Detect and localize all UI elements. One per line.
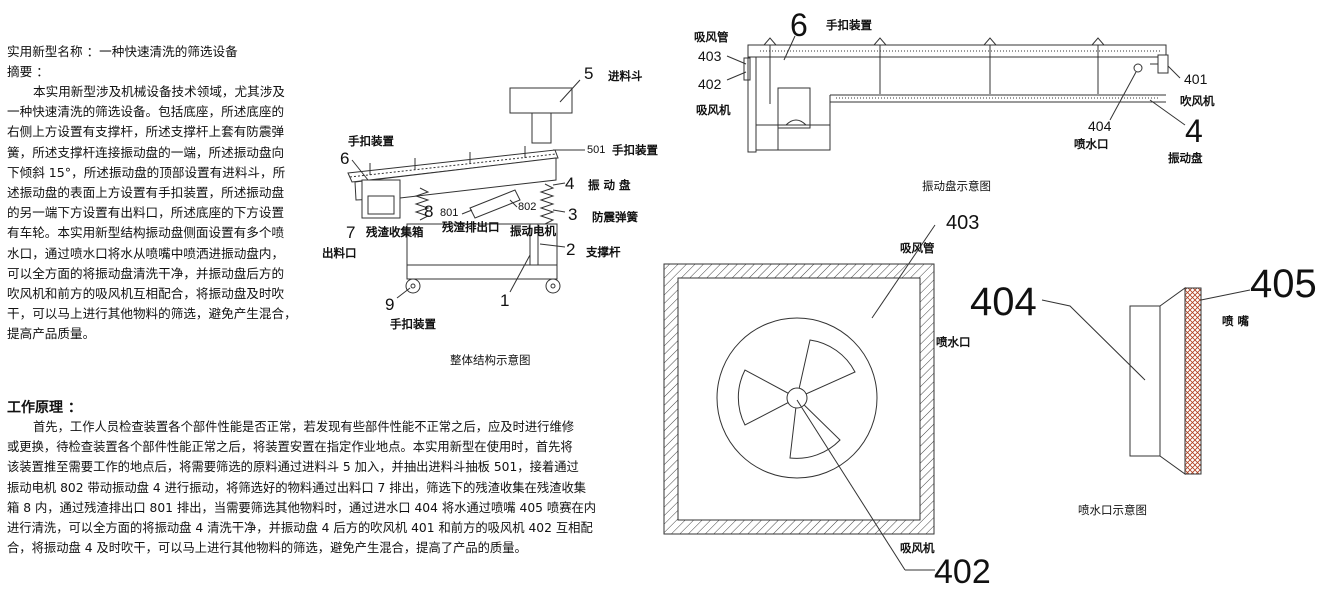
label-hopper: 进料斗 — [608, 69, 643, 83]
label-nozzle-num-405: 405 — [1250, 262, 1317, 306]
abstract-line: 水口，通过喷水口将水从喷嘴中喷洒进振动盘内， — [7, 245, 285, 261]
label-num-801: 801 — [440, 207, 459, 219]
label-disk-water-port: 喷水口 — [1074, 137, 1109, 151]
label-disk-num-6: 6 — [790, 7, 808, 43]
label-spring: 防震弹簧 — [592, 210, 638, 224]
label-residue-outlet: 残渣排出口 — [442, 220, 500, 234]
label-num-9: 9 — [385, 295, 395, 314]
principle-line: 振动电机 802 带动振动盘 4 进行振动，将筛选好的物料通过出料口 7 排出，… — [7, 480, 587, 495]
label-motor: 振动电机 — [510, 224, 556, 238]
principle-line: 合，将振动盘 4 及时吹干，可以马上进行其他物料的筛选，避免产生混合，提高了产品… — [7, 541, 527, 556]
label-num-1: 1 — [500, 291, 510, 310]
label-nozzle-num-404: 404 — [970, 280, 1037, 324]
label-num-2: 2 — [566, 240, 576, 259]
label-num-802: 802 — [518, 201, 537, 213]
label-nozzle: 喷 嘴 — [1222, 314, 1250, 328]
label-num-4: 4 — [565, 174, 575, 193]
abstract-line: 有车轮。本实用新型结构振动盘侧面设置有多个喷 — [7, 225, 285, 241]
abstract-line: 干，可以马上进行其他物料的筛选，避免产生混合， — [7, 306, 297, 322]
label-hand-buckle-9: 手扣装置 — [390, 317, 436, 331]
label-suction-tube-top: 吸风管 — [694, 30, 729, 44]
label-fan-num-402: 402 — [934, 553, 991, 591]
caption-overall: 整体结构示意图 — [450, 353, 531, 367]
abstract-body: 本实用新型涉及机械设备技术领域，尤其涉及 一种快速清洗的筛选设备。包括底座，所述… — [7, 82, 337, 345]
label-disk-num-403: 403 — [698, 48, 722, 64]
abstract-line: 本实用新型涉及机械设备技术领域，尤其涉及 — [33, 84, 285, 99]
abstract-line: 一种快速清洗的筛选设备。包括底座，所述底座的 — [7, 104, 285, 120]
label-fan-suction-tube: 吸风管 — [900, 241, 935, 255]
abstract-line: 右侧上方设置有支撑杆，所述支撑杆上套有防震弹 — [7, 124, 285, 140]
caption-vibrating-disk: 振动盘示意图 — [922, 179, 991, 193]
label-num-8: 8 — [424, 202, 434, 221]
label-fan-num-403: 403 — [946, 212, 980, 234]
abstract-line: 吹风机和前方的吸风机互相配合，将振动盘及时吹 — [7, 286, 285, 302]
abstract-line: 的另一端下方设置有出料口，所述底座的下方设置 — [7, 205, 285, 221]
label-hand-buckle-6: 手扣装置 — [348, 134, 394, 148]
principle-line: 箱 8 内，通过残渣排出口 801 排出，当需要筛选其他物料时，通过进水口 40… — [7, 500, 597, 515]
label-residue-box: 残渣收集箱 — [366, 225, 424, 239]
abstract-line: 可以全方面的将振动盘清洗干净，并振动盘后方的 — [7, 265, 285, 281]
label-disk-num-401: 401 — [1184, 71, 1208, 87]
principle-line: 该装置推至需要工作的地点后，将需要筛选的原料通过进料斗 5 加入，并抽出进料斗抽… — [7, 460, 579, 475]
abstract-line: 下倾斜 15°，所述振动盘的顶部设置有进料斗，所 — [7, 164, 286, 180]
label-hand-buckle-501: 手扣装置 — [612, 143, 658, 157]
abstract-line: 述振动盘的表面上方设置有手扣装置，所述振动盘 — [7, 185, 285, 201]
label-disk-hand-buckle: 手扣装置 — [826, 18, 872, 32]
label-num-3: 3 — [568, 205, 578, 224]
label-fan-suction-fan: 吸风机 — [900, 541, 935, 555]
label-num-6: 6 — [340, 149, 350, 168]
principle-line: 首先，工作人员检查装置各个部件性能是否正常，若发现有些部件性能不正常之后，应及时… — [33, 420, 575, 434]
label-disk-vibrating-disk: 振动盘 — [1168, 151, 1203, 165]
principle-body: 首先，工作人员检查装置各个部件性能是否正常，若发现有些部件性能不正常之后，应及时… — [7, 417, 662, 558]
label-fan-water-port: 喷水口 — [936, 335, 971, 349]
label-disk-num-404: 404 — [1088, 118, 1112, 134]
label-disk-num-4: 4 — [1185, 113, 1203, 149]
label-num-5: 5 — [584, 64, 594, 83]
caption-nozzle: 喷水口示意图 — [1078, 503, 1147, 517]
principle-line: 或更换，待检查装置各个部件性能正常之后，将装置安置在指定作业地点。本实用新型在使… — [7, 440, 573, 455]
principle-line: 进行清洗，可以全方面的将振动盘 4 清洗干净，并振动盘 4 后方的吹风机 401… — [7, 521, 593, 536]
label-support-rod: 支撑杆 — [586, 245, 621, 259]
label-vibrating-disk: 振 动 盘 — [588, 178, 631, 192]
patent-name-line: 实用新型名称 ：一种快速清洗的筛选设备 — [7, 44, 238, 59]
label-disk-num-402: 402 — [698, 76, 722, 92]
abstract-line: 提高产品质量。 — [7, 326, 96, 342]
label-outlet: 出料口 — [322, 246, 357, 260]
abstract-heading: 摘要 ： — [7, 64, 49, 79]
label-num-501: 501 — [587, 144, 606, 156]
principle-heading: 工作原理 ： — [7, 400, 82, 416]
label-disk-blower: 吹风机 — [1180, 94, 1215, 108]
abstract-line: 簧，所述支撑杆连接振动盘的一端，所述振动盘向 — [7, 144, 285, 160]
label-num-7: 7 — [346, 223, 356, 242]
label-disk-suction-fan: 吸风机 — [696, 103, 731, 117]
